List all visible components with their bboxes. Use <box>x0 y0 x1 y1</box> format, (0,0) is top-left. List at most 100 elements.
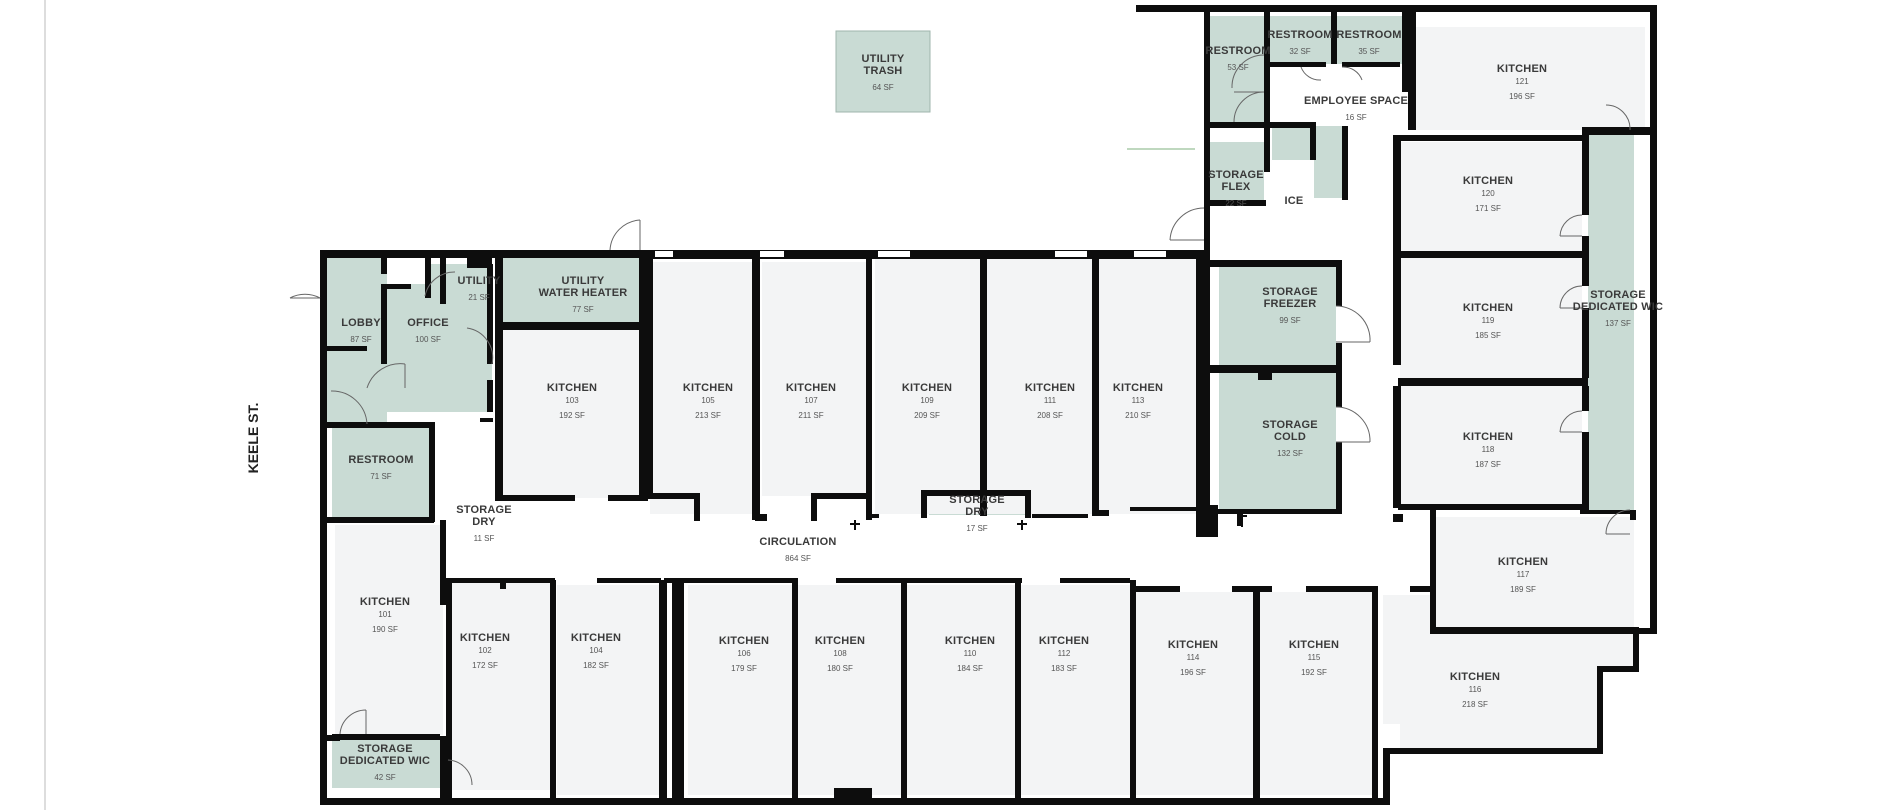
room-name: STORAGE <box>1262 286 1318 298</box>
room-name: DEDICATED WIC <box>340 755 430 767</box>
room-area: 32 SF <box>1289 47 1310 56</box>
kitchen-119-room <box>1400 258 1582 378</box>
lobby-room <box>327 258 387 346</box>
room-area: 192 SF <box>559 411 585 420</box>
room-area: 71 SF <box>370 472 391 481</box>
kitchen-115-room <box>1260 592 1372 795</box>
restroom-35-room <box>1336 16 1402 64</box>
room-name: STORAGE <box>357 743 413 755</box>
kitchen-121-room <box>1415 27 1645 130</box>
kitchen-120-room <box>1400 142 1582 251</box>
room-name: KITCHEN <box>786 382 836 394</box>
room-name: KITCHEN <box>360 596 410 608</box>
room-name: ICE <box>1285 195 1304 207</box>
room-name: RESTROOM <box>1205 45 1270 57</box>
room-area: 182 SF <box>583 661 609 670</box>
room-name: COLD <box>1274 431 1306 443</box>
room-area: 210 SF <box>1125 411 1151 420</box>
room-number: 110 <box>964 649 977 658</box>
storage-flex-room <box>1210 142 1264 204</box>
room-number: 103 <box>565 396 579 405</box>
kitchen-112-room <box>1021 585 1130 795</box>
kitchen-105-room <box>650 262 754 514</box>
room-area: 864 SF <box>785 554 811 563</box>
room-name: UTILITY <box>862 53 905 65</box>
room-number: 121 <box>1515 77 1529 86</box>
room-name: KITCHEN <box>547 382 597 394</box>
room-name: KITCHEN <box>1450 671 1500 683</box>
kitchen-113-room <box>1099 258 1197 514</box>
kitchen-111-room <box>987 258 1092 514</box>
room-name: KITCHEN <box>1289 639 1339 651</box>
kitchen-117-room <box>1436 517 1634 627</box>
restroom-32-room <box>1269 16 1332 64</box>
walls <box>320 5 1657 805</box>
room-area: 196 SF <box>1180 668 1206 677</box>
room-number: 104 <box>589 646 603 655</box>
room-area: 64 SF <box>872 83 893 92</box>
room-name: DRY <box>472 516 496 528</box>
room-name: KITCHEN <box>683 382 733 394</box>
room-area: 87 SF <box>350 335 371 344</box>
room-label-ice: ICE <box>1285 195 1304 207</box>
svg-text:KEELE ST.: KEELE ST. <box>245 403 261 474</box>
room-area: 187 SF <box>1475 460 1501 469</box>
room-name: KITCHEN <box>719 635 769 647</box>
room-number: 105 <box>701 396 715 405</box>
restroom-71-room <box>332 427 429 517</box>
room-name: DEDICATED WIC <box>1573 301 1663 313</box>
room-number: 116 <box>1469 685 1482 694</box>
room-area: 22 SF <box>1225 199 1246 208</box>
room-number: 118 <box>1482 445 1495 454</box>
room-area: 172 SF <box>472 661 498 670</box>
room-name: KITCHEN <box>1168 639 1218 651</box>
room-name: KITCHEN <box>1463 302 1513 314</box>
kitchen-108-room <box>797 585 901 795</box>
kitchen-109-room <box>875 258 980 514</box>
room-area: 180 SF <box>827 664 853 673</box>
room-area: 53 SF <box>1227 63 1248 72</box>
storage-dedicated-west-room <box>332 740 440 788</box>
room-name: DRY <box>965 506 989 518</box>
room-area: 183 SF <box>1051 664 1077 673</box>
room-area: 16 SF <box>1345 113 1366 122</box>
room-name: KITCHEN <box>902 382 952 394</box>
room-name: UTILITY <box>458 275 501 287</box>
kitchen-106-room <box>688 585 792 795</box>
room-name: STORAGE <box>456 504 512 516</box>
kitchen-103-room <box>503 330 639 498</box>
room-name: KITCHEN <box>815 635 865 647</box>
room-number: 117 <box>1517 570 1530 579</box>
room-number: 111 <box>1044 396 1057 405</box>
room-name: RESTROOM <box>348 454 413 466</box>
room-area: 42 SF <box>374 773 395 782</box>
kitchen-114-room <box>1135 592 1253 795</box>
kitchen-101-room <box>335 525 443 735</box>
kitchen-107-room <box>762 262 866 496</box>
room-area: 185 SF <box>1475 331 1501 340</box>
kitchen-110-room <box>907 585 1016 795</box>
